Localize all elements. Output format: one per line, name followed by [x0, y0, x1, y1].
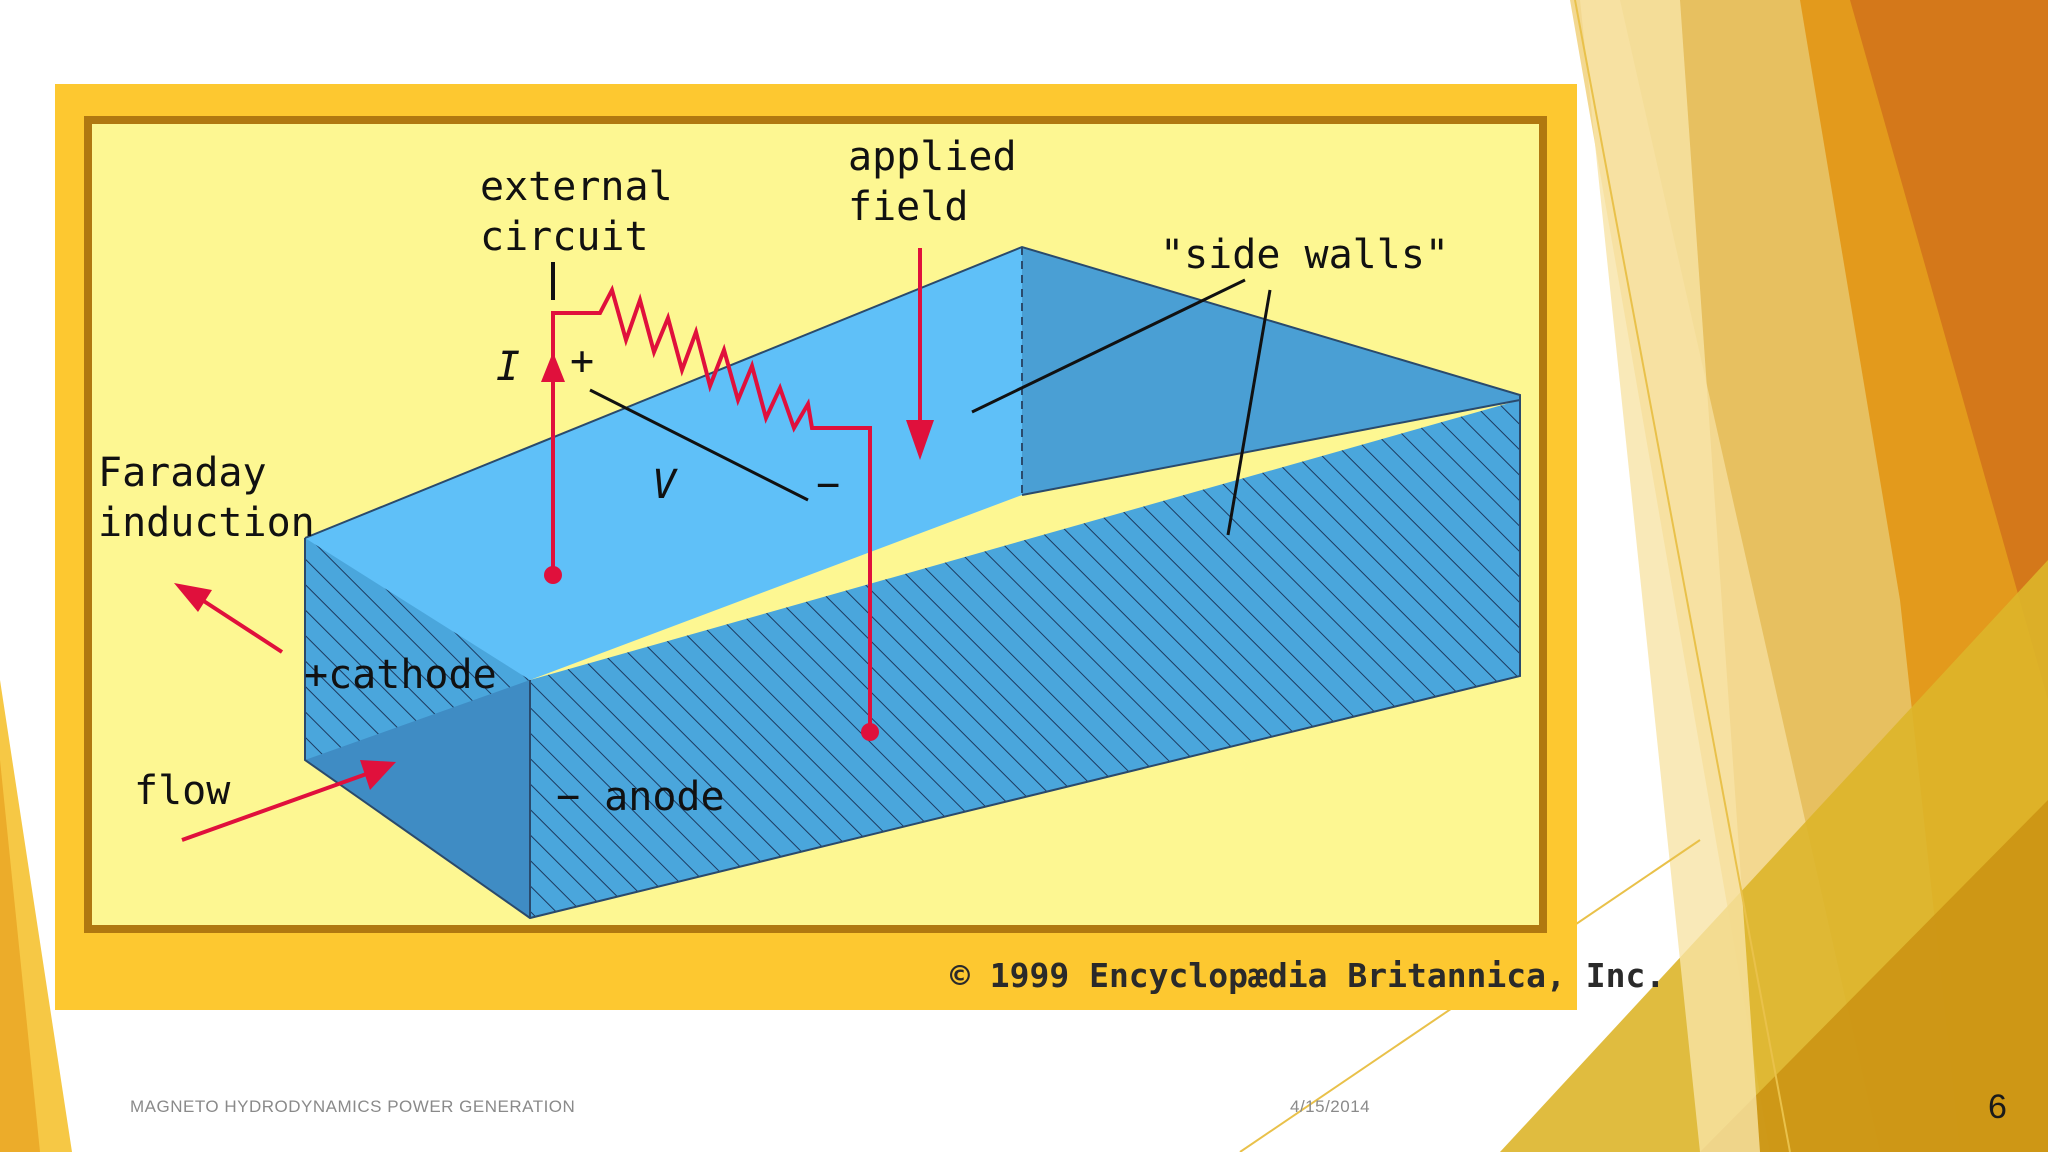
label-external: external [480, 164, 673, 210]
faraday-arrow [194, 594, 284, 654]
page-number: 6 [1988, 1088, 2007, 1126]
current-arrow [541, 352, 565, 382]
circuit-terminal-cathode [544, 566, 562, 584]
voltage-leader [589, 388, 809, 502]
label-induction: induction [98, 500, 315, 546]
side-walls-leader-2 [1226, 289, 1272, 536]
label-applied: applied [848, 134, 1017, 180]
copyright-notice: © 1999 Encyclopædia Britannica, Inc. [950, 956, 1666, 995]
channel-inlet [305, 680, 530, 918]
label-cathode: +cathode [304, 652, 497, 698]
label-flow: flow [134, 768, 231, 814]
side-walls-leader-1 [971, 278, 1246, 414]
label-current: I [496, 344, 520, 390]
label-field: field [848, 184, 968, 230]
label-circuit: circuit [480, 214, 649, 260]
label-anode: − anode [556, 774, 725, 820]
footer-title: MAGNETO HYDRODYNAMICS POWER GENERATION [130, 1097, 576, 1116]
label-minus: − [816, 462, 840, 508]
label-faraday: Faraday [98, 450, 267, 496]
flow-arrow [181, 770, 373, 842]
footer-date: 4/15/2014 [1290, 1097, 1371, 1116]
circuit-terminal-anode [861, 723, 879, 741]
channel-inner-wall [1022, 247, 1520, 495]
label-plus: + [570, 338, 594, 384]
label-side-walls: "side walls" [1160, 232, 1449, 278]
external-circuit [551, 284, 872, 732]
label-voltage: V [652, 462, 678, 508]
anode-wall [530, 400, 1520, 918]
